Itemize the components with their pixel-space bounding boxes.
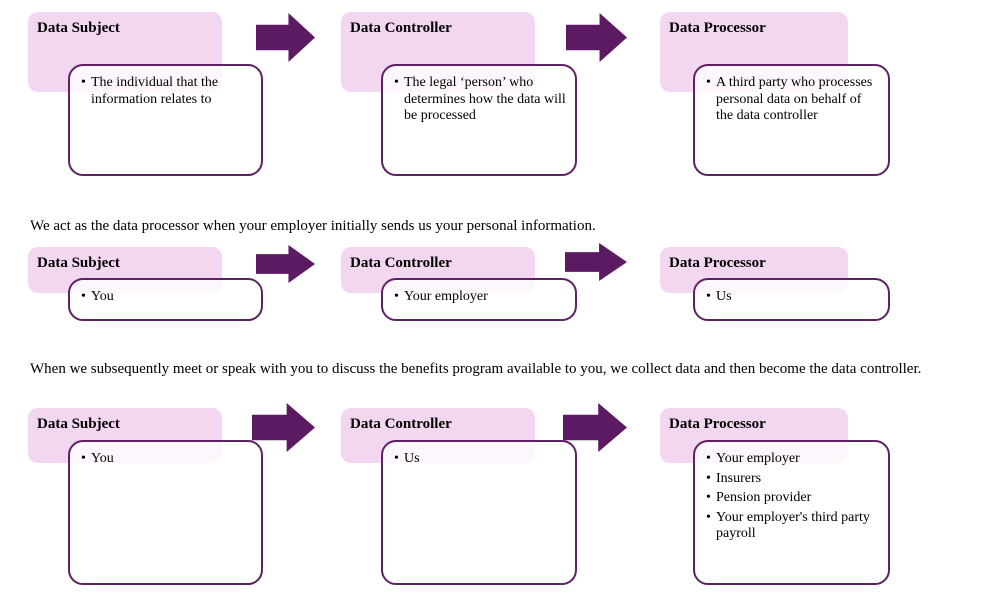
definition-box-data-subject: You [68,440,263,585]
bullet-list: Your employer Insurers Pension provider … [701,451,880,543]
definition-box-data-controller: Us [381,440,577,585]
bullet-list: Us [701,289,880,306]
arrow-right-icon [565,243,627,281]
bullet-item: You [76,289,253,306]
bullet-list: Us [389,451,567,468]
bullet-item: Your employer [389,289,567,306]
paragraph-data-processor-role: We act as the data processor when your e… [30,218,596,234]
bullet-list: A third party who processes personal dat… [701,75,880,125]
bullet-item: Your employer's third party payroll [701,510,880,543]
definition-box-data-controller: The legal ‘person’ who determines how th… [381,64,577,176]
definition-box-data-subject: The individual that the information rela… [68,64,263,176]
arrow-right-icon [252,403,315,452]
bullet-item: The legal ‘person’ who determines how th… [389,75,567,125]
stage-title: Data Subject [37,20,120,36]
definition-box-data-processor: Us [693,278,890,321]
bullet-item: Us [389,451,567,468]
bullet-list: The individual that the information rela… [76,75,253,108]
definition-box-data-subject: You [68,278,263,321]
definition-box-data-processor: Your employer Insurers Pension provider … [693,440,890,585]
bullet-list: You [76,451,253,468]
bullet-item: Your employer [701,451,880,468]
definition-box-data-processor: A third party who processes personal dat… [693,64,890,176]
stage-title: Data Subject [37,255,120,271]
stage-title: Data Subject [37,416,120,432]
stage-title: Data Processor [669,20,766,36]
bullet-item: The individual that the information rela… [76,75,253,108]
bullet-item: A third party who processes personal dat… [701,75,880,125]
bullet-item: Us [701,289,880,306]
bullet-item: You [76,451,253,468]
bullet-list: You [76,289,253,306]
definition-box-data-controller: Your employer [381,278,577,321]
bullet-item: Pension provider [701,490,880,507]
bullet-list: Your employer [389,289,567,306]
stage-title: Data Controller [350,20,452,36]
arrow-right-icon [566,13,627,62]
bullet-list: The legal ‘person’ who determines how th… [389,75,567,125]
paragraph-data-controller-role: When we subsequently meet or speak with … [30,361,922,377]
bullet-item: Insurers [701,471,880,488]
stage-title: Data Controller [350,255,452,271]
arrow-right-icon [256,245,315,283]
stage-title: Data Controller [350,416,452,432]
stage-title: Data Processor [669,416,766,432]
stage-title: Data Processor [669,255,766,271]
arrow-right-icon [256,13,315,62]
